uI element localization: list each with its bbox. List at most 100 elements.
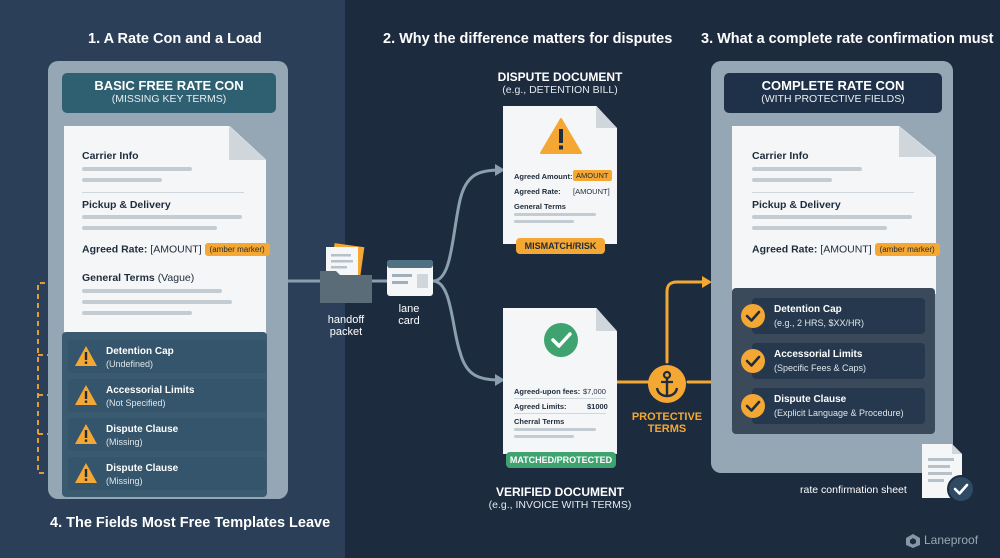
complete-doc-fold	[899, 126, 936, 157]
basic-general-terms-label: General Terms	[82, 272, 155, 284]
rate-confirmation-sheet-caption: rate confirmation sheet	[800, 484, 907, 496]
dispute-row-value: [AMOUNT]	[573, 187, 610, 196]
dispute-row-label: General Terms	[514, 202, 566, 211]
basic-general-terms: General Terms (Vague)	[82, 272, 194, 284]
basic-agreed-rate-value: [AMOUNT]	[150, 243, 202, 256]
protective-field-row: Accessorial Limits (Specific Fees & Caps…	[752, 343, 925, 379]
protective-field-row: Detention Cap (e.g., 2 HRS, $XX/HR)	[752, 298, 925, 334]
text-line	[514, 220, 574, 223]
check-circle-icon	[544, 323, 578, 357]
text-line	[82, 215, 242, 219]
heading-2: 2. Why the difference matters for disput…	[383, 31, 673, 47]
separator	[514, 398, 606, 399]
missing-field-row: Detention Cap (Undefined)	[68, 340, 266, 373]
dispute-doc-title: DISPUTE DOCUMENT	[497, 70, 623, 84]
dispute-row-label: Agreed Amount:	[514, 172, 573, 181]
protective-field-title: Dispute Clause	[774, 394, 847, 405]
arrowhead-dispute	[495, 164, 505, 176]
anchor-icon	[648, 365, 686, 403]
heading-1: 1. A Rate Con and a Load	[88, 31, 262, 47]
warning-icon	[540, 118, 582, 154]
heading-3: 3. What a complete rate confirmation mus…	[701, 31, 994, 47]
folder-icon	[320, 243, 372, 303]
lane-card-label: lane card	[389, 303, 429, 327]
text-line	[752, 167, 862, 171]
check-circle-icon	[741, 304, 765, 328]
missing-field-row: Accessorial Limits (Not Specified)	[68, 379, 266, 412]
text-line	[82, 300, 232, 304]
protective-field-subtitle: (Specific Fees & Caps)	[774, 363, 867, 373]
complete-header-title: COMPLETE RATE CON	[761, 78, 905, 93]
protective-field-row: Dispute Clause (Explicit Language & Proc…	[752, 388, 925, 424]
basic-agreed-rate: Agreed Rate: [AMOUNT] (amber marker)	[82, 243, 270, 256]
laneproof-logo-icon	[906, 534, 920, 548]
complete-agreed-rate-value: [AMOUNT]	[820, 243, 872, 256]
text-line	[514, 435, 574, 438]
verified-row-label: Agreed-upon fees:	[514, 387, 581, 396]
text-line	[82, 226, 217, 230]
basic-doc-fold	[229, 126, 266, 160]
separator	[752, 192, 914, 193]
handoff-label-line1: handoff	[327, 314, 365, 326]
text-line	[82, 289, 222, 293]
verified-row-label: Cherral Terms	[514, 417, 565, 426]
matched-badge: MATCHED/PROTECTED	[506, 452, 616, 468]
complete-amber-marker: (amber marker)	[874, 243, 940, 256]
protective-terms-label: PROTECTIVE TERMS	[625, 411, 709, 435]
verified-doc-title: VERIFIED DOCUMENT	[495, 485, 624, 499]
basic-header-title: BASIC FREE RATE CON	[94, 78, 244, 93]
complete-agreed-rate: Agreed Rate: [AMOUNT] (amber marker)	[752, 243, 940, 256]
warning-icon	[75, 424, 97, 444]
text-line	[752, 178, 832, 182]
handoff-label: handoff packet	[320, 314, 372, 338]
verified-doc-subtitle: (e.g., INVOICE WITH TERMS)	[488, 499, 632, 511]
brand-name: Laneproof	[924, 533, 979, 547]
basic-header-subtitle: (MISSING KEY TERMS)	[111, 93, 227, 105]
protective-field-subtitle: (e.g., 2 HRS, $XX/HR)	[774, 318, 865, 328]
lane-label-line2: card	[398, 315, 420, 327]
complete-agreed-rate-label: Agreed Rate:	[752, 243, 818, 256]
missing-field-subtitle: (Missing)	[106, 437, 143, 447]
dispute-row-label: Agreed Rate:	[514, 187, 561, 196]
missing-field-subtitle: (Not Specified)	[106, 398, 166, 408]
lane-label-line1: lane	[398, 303, 420, 315]
arrowhead-complete	[702, 276, 712, 288]
missing-field-row: Dispute Clause (Missing)	[68, 418, 266, 451]
arrowhead-verified	[495, 374, 505, 386]
complete-header-subtitle: (WITH PROTECTIVE FIELDS)	[761, 93, 905, 105]
handoff-label-line2: packet	[329, 326, 363, 338]
separator	[514, 413, 606, 414]
check-circle-icon	[741, 394, 765, 418]
protective-field-title: Detention Cap	[774, 304, 842, 315]
missing-field-row: Dispute Clause (Missing)	[68, 457, 266, 490]
verified-row-value: $1000	[587, 402, 608, 411]
connector-anchor-to-complete	[665, 280, 707, 364]
complete-rate-con-header: COMPLETE RATE CON (WITH PROTECTIVE FIELD…	[724, 73, 942, 113]
verified-row-label: Agreed Limits:	[514, 402, 567, 411]
basic-carrier-info: Carrier Info	[82, 150, 139, 162]
verified-doc-fold	[596, 308, 617, 331]
text-line	[82, 178, 162, 182]
basic-pickup-delivery: Pickup & Delivery	[82, 199, 171, 211]
basic-general-terms-value: (Vague)	[157, 272, 195, 284]
text-line	[82, 167, 192, 171]
separator	[82, 192, 244, 193]
text-line	[514, 213, 596, 216]
protective-label-line2: TERMS	[647, 423, 687, 435]
lane-card-icon	[387, 260, 433, 296]
heading-4: 4. The Fields Most Free Templates Leave	[50, 515, 331, 531]
warning-icon	[75, 385, 97, 405]
complete-carrier-info: Carrier Info	[752, 150, 809, 162]
text-line	[82, 311, 192, 315]
warning-icon	[75, 463, 97, 483]
missing-field-subtitle: (Missing)	[106, 476, 143, 486]
warning-icon	[75, 346, 97, 366]
check-circle-icon	[741, 349, 765, 373]
text-line	[752, 215, 912, 219]
verified-row-value: $7,000	[583, 387, 606, 396]
missing-field-title: Detention Cap	[106, 346, 174, 357]
basic-rate-con-header: BASIC FREE RATE CON (MISSING KEY TERMS)	[62, 73, 276, 113]
rate-confirmation-sheet-icon	[922, 444, 975, 503]
connector-lane-to-dispute	[431, 168, 502, 283]
missing-field-subtitle: (Undefined)	[106, 359, 154, 369]
